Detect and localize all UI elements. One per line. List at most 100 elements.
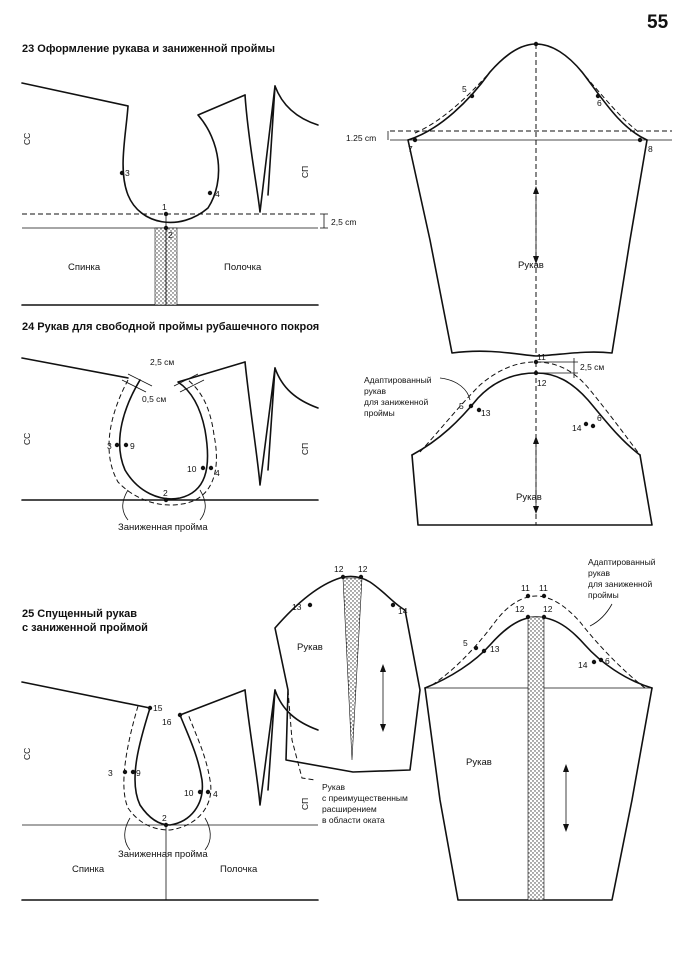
fig24-m2: 0,5 см bbox=[142, 394, 166, 404]
fig23-group: 23 Оформление рукава и заниженной проймы… bbox=[21, 41, 672, 357]
fig25-adapted-3: для заниженной bbox=[588, 579, 652, 589]
fig25-title-1: 25 Спущенный рукав bbox=[22, 608, 137, 620]
fig25-point-12b: 12 bbox=[358, 564, 368, 574]
fig23-armhole-curve bbox=[122, 94, 246, 224]
fig23-point-4: 4 bbox=[215, 189, 220, 199]
fig24-m1: 2,5 см bbox=[150, 357, 174, 367]
fig25-point-10: 10 bbox=[184, 788, 194, 798]
fig24-cb-label: СС bbox=[22, 433, 32, 445]
fig25-sleeve-a: Рукав Рукав с преимущественным расширени… bbox=[274, 564, 421, 825]
fig25-point-12d: 12 bbox=[543, 604, 553, 614]
fig23-sleeve-label: Рукав bbox=[518, 260, 544, 271]
fig25-point-12a: 12 bbox=[334, 564, 344, 574]
fig25-sleeve-a-label: Рукав bbox=[297, 642, 323, 653]
fig24-sleeve: Рукав 2,5 см Адаптированный рукав для за… bbox=[364, 352, 653, 526]
fig25-point-5: 5 bbox=[463, 638, 468, 648]
fig25-cf-label: СП bbox=[300, 798, 310, 810]
fig25-group: 25 Спущенный рукав с заниженной проймой … bbox=[21, 557, 656, 901]
fig25-point-14b: 14 bbox=[578, 660, 588, 670]
fig25-point-16: 16 bbox=[162, 717, 172, 727]
fig25-point-11b: 11 bbox=[539, 583, 548, 593]
fig23-front-label: Полочка bbox=[224, 262, 262, 273]
fig25-wide-cap-4: в области оката bbox=[322, 815, 385, 825]
fig23-sleeve-body bbox=[407, 139, 648, 357]
fig25-adapted-2: рукав bbox=[588, 568, 611, 578]
fig24-cf-label: СП bbox=[300, 443, 310, 455]
fig24-group: 24 Рукав для свободной проймы рубашечног… bbox=[21, 321, 653, 533]
fig23-bodice: 2,5 cm Спинка Полочка СС СП 1 2 3 4 bbox=[21, 82, 357, 306]
fig23-point-1: 1 bbox=[162, 202, 167, 212]
fig23-cb-label: СС bbox=[22, 133, 32, 145]
fig24-point-12: 12 bbox=[537, 378, 547, 388]
fig24-sleeve-cap bbox=[411, 372, 641, 456]
fig25-adapted-4: проймы bbox=[588, 590, 619, 600]
fig23-point-2: 2 bbox=[168, 230, 173, 240]
fig24-point-10: 10 bbox=[187, 464, 197, 474]
fig25-point-2: 2 bbox=[162, 813, 167, 823]
fig25-wide-cap-3: расширением bbox=[322, 804, 377, 814]
fig25-wide-cap-1: Рукав bbox=[322, 782, 346, 792]
fig24-point-3: 3 bbox=[107, 441, 112, 451]
fig25-point-9: 9 bbox=[136, 768, 141, 778]
page-number: 55 bbox=[647, 12, 669, 33]
fig24-sleeve-label: Рукав bbox=[516, 492, 542, 503]
fig24-point-9: 9 bbox=[130, 441, 135, 451]
fig25-point-11a: 11 bbox=[521, 583, 530, 593]
fig24-m3: 2,5 см bbox=[580, 362, 604, 372]
fig25-cb-label: СС bbox=[22, 748, 32, 760]
fig24-adapted-4: проймы bbox=[364, 408, 395, 418]
fig25-back-label: Спинка bbox=[72, 864, 105, 875]
fig24-title: 24 Рукав для свободной проймы рубашечног… bbox=[22, 321, 319, 333]
fig23-drop-label: 2,5 cm bbox=[331, 217, 357, 227]
fig23-sleeve: Рукав 1.25 cm 5 6 7 8 bbox=[346, 41, 672, 357]
fig24-point-11: 11 bbox=[537, 352, 546, 362]
fig24-armhole bbox=[118, 361, 246, 500]
fig24-point-14: 14 bbox=[572, 423, 582, 433]
fig23-point-5: 5 bbox=[462, 84, 467, 94]
fig24-point-13: 13 bbox=[481, 408, 491, 418]
fig23-back-label: Спинка bbox=[68, 262, 101, 273]
fig23-dart bbox=[244, 85, 276, 213]
fig25-point-4: 4 bbox=[213, 789, 218, 799]
fig25-adapted-1: Адаптированный bbox=[588, 557, 656, 567]
fig25-title-2: с заниженной проймой bbox=[22, 622, 148, 634]
fig25-wide-cap-2: с преимущественным bbox=[322, 793, 408, 803]
fig23-back-shoulder bbox=[21, 82, 129, 107]
fig24-adapted-3: для заниженной bbox=[364, 397, 428, 407]
fig23-point-6: 6 bbox=[597, 98, 602, 108]
fig25-front-label: Полочка bbox=[220, 864, 258, 875]
fig25-sleeve-b: Рукав Адаптированный рукав для заниженно… bbox=[424, 557, 656, 901]
fig25-point-13a: 13 bbox=[292, 602, 302, 612]
fig24-adapted-1: Адаптированный bbox=[364, 375, 432, 385]
fig25-sleeve-b-insert bbox=[527, 616, 545, 901]
fig23-sleeve-cap-lowered bbox=[414, 69, 641, 134]
fig25-point-14a: 14 bbox=[398, 606, 408, 616]
fig24-adapted-2: рукав bbox=[364, 386, 387, 396]
fig24-point-6: 6 bbox=[597, 413, 602, 423]
fig23-cf-label: СП bbox=[300, 166, 310, 178]
fig24-armhole-label: Заниженная пройма bbox=[118, 522, 208, 533]
fig25-point-13b: 13 bbox=[490, 644, 500, 654]
fig25-sleeve-a-slit bbox=[342, 577, 363, 761]
fig25-armhole-label: Заниженная пройма bbox=[118, 849, 208, 860]
fig24-bodice: 2,5 см 0,5 см Заниженная пройма СС СП 3 … bbox=[21, 357, 319, 533]
fig23-point-7: 7 bbox=[408, 144, 413, 154]
fig25-point-6: 6 bbox=[605, 656, 610, 666]
fig24-lowered-armhole bbox=[108, 379, 217, 506]
fig23-front-neck bbox=[274, 85, 319, 126]
fig23-ease-label: 1.25 cm bbox=[346, 133, 376, 143]
fig24-adapted-cap bbox=[419, 361, 641, 456]
fig24-point-5: 5 bbox=[459, 401, 464, 411]
fig24-point-4: 4 bbox=[215, 468, 220, 478]
fig25-point-15: 15 bbox=[153, 703, 163, 713]
fig23-sleeve-cap bbox=[407, 43, 648, 141]
fig25-point-3: 3 bbox=[108, 768, 113, 778]
fig25-sleeve-b-label: Рукав bbox=[466, 757, 492, 768]
fig25-armhole bbox=[134, 689, 246, 826]
fig25-point-12c: 12 bbox=[515, 604, 525, 614]
fig23-title: 23 Оформление рукава и заниженной проймы bbox=[22, 43, 275, 55]
fig23-point-3: 3 bbox=[125, 168, 130, 178]
fig23-point-8: 8 bbox=[648, 144, 653, 154]
